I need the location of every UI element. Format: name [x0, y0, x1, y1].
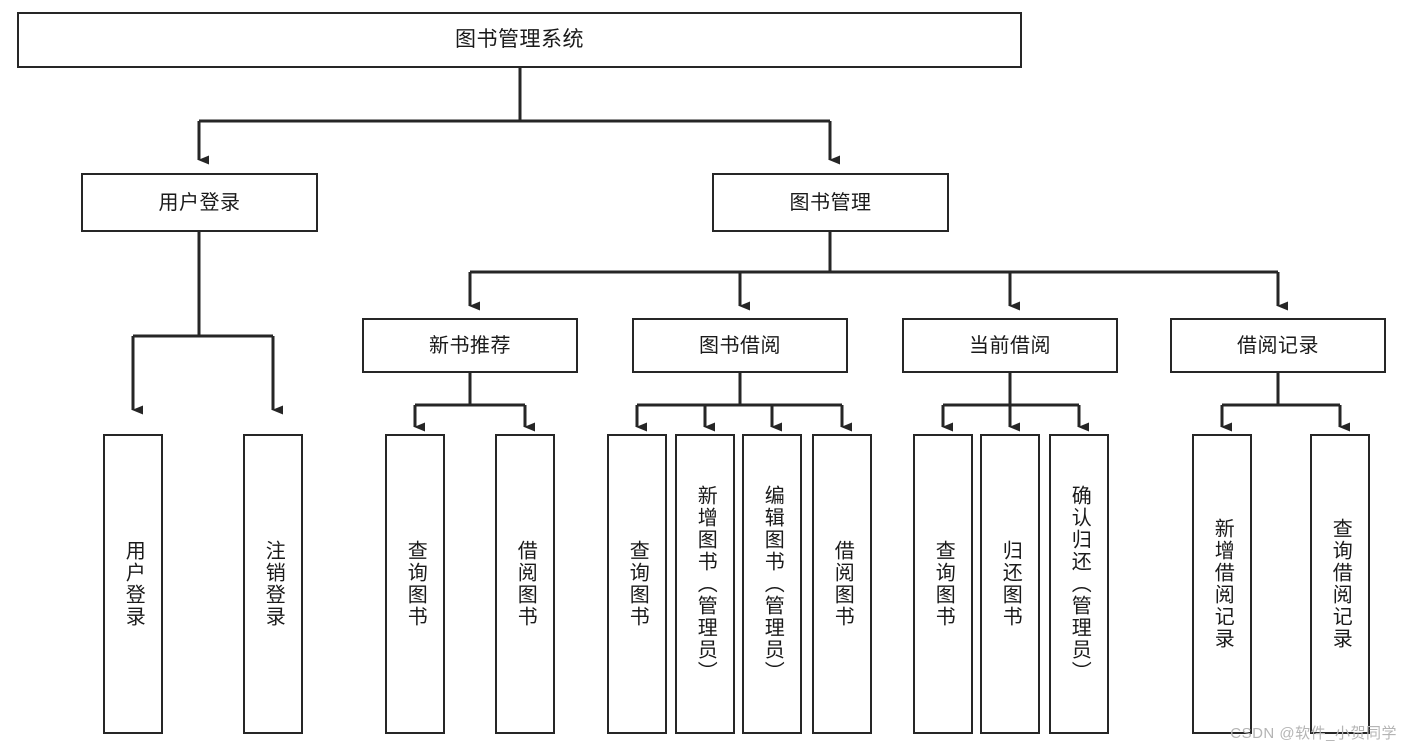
node-leaf-query-book-1[interactable]: 查询图书 [385, 434, 445, 734]
node-label: 查询借阅记录 [1329, 518, 1352, 650]
node-label: 图书借阅 [699, 334, 781, 357]
node-label: 用户登录 [122, 540, 145, 628]
node-leaf-logout-login[interactable]: 注销登录 [243, 434, 303, 734]
node-leaf-add-book[interactable]: 新增图书（管理员） [675, 434, 735, 734]
node-leaf-query-book-2[interactable]: 查询图书 [607, 434, 667, 734]
node-label: 确认归还（管理员） [1068, 485, 1091, 683]
csdn-watermark: CSDN @软件_小贺同学 [1230, 725, 1397, 742]
node-leaf-user-login[interactable]: 用户登录 [103, 434, 163, 734]
node-label: 新增借阅记录 [1211, 518, 1234, 650]
node-leaf-confirm-return[interactable]: 确认归还（管理员） [1049, 434, 1109, 734]
node-label: 借阅图书 [514, 540, 537, 628]
node-label: 注销登录 [262, 540, 285, 628]
node-label: 归还图书 [999, 540, 1022, 628]
node-label: 用户登录 [158, 191, 241, 214]
node-leaf-query-book-3[interactable]: 查询图书 [913, 434, 973, 734]
node-book-borrow[interactable]: 图书借阅 [632, 318, 848, 373]
node-leaf-edit-book[interactable]: 编辑图书（管理员） [742, 434, 802, 734]
node-label: 借阅记录 [1237, 334, 1319, 357]
node-book-manage[interactable]: 图书管理 [712, 173, 949, 232]
node-leaf-query-record[interactable]: 查询借阅记录 [1310, 434, 1370, 734]
node-label: 当前借阅 [969, 334, 1051, 357]
node-leaf-add-record[interactable]: 新增借阅记录 [1192, 434, 1252, 734]
node-label: 新增图书（管理员） [694, 485, 717, 683]
node-label: 查询图书 [626, 540, 649, 628]
node-user-login[interactable]: 用户登录 [81, 173, 318, 232]
node-label: 图书管理 [789, 191, 872, 214]
node-leaf-borrow-book-1[interactable]: 借阅图书 [495, 434, 555, 734]
node-leaf-return-book[interactable]: 归还图书 [980, 434, 1040, 734]
node-label: 编辑图书（管理员） [761, 485, 784, 683]
node-borrow-record[interactable]: 借阅记录 [1170, 318, 1386, 373]
node-label: 图书管理系统 [455, 28, 584, 52]
node-new-book-recommend[interactable]: 新书推荐 [362, 318, 578, 373]
node-label: 新书推荐 [429, 334, 511, 357]
node-label: 查询图书 [404, 540, 427, 628]
node-root-system[interactable]: 图书管理系统 [17, 12, 1022, 68]
node-current-borrow[interactable]: 当前借阅 [902, 318, 1118, 373]
node-label: 查询图书 [932, 540, 955, 628]
node-leaf-borrow-book-2[interactable]: 借阅图书 [812, 434, 872, 734]
node-label: 借阅图书 [831, 540, 854, 628]
